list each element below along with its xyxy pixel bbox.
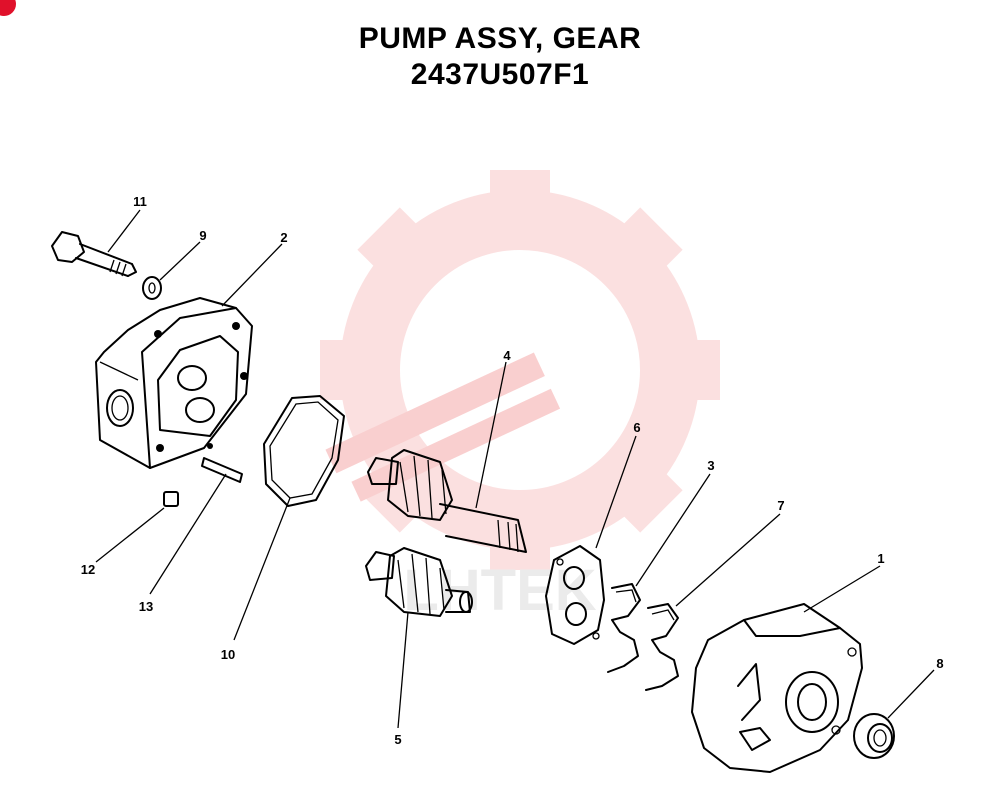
callout-12: 12 — [81, 562, 95, 577]
callout-1: 1 — [877, 551, 884, 566]
callout-7: 7 — [777, 498, 784, 513]
callout-10: 10 — [221, 647, 235, 662]
watermark-logo: LHTEK — [320, 170, 720, 623]
part-wear-plate — [545, 545, 605, 645]
part-drive-gear — [367, 449, 527, 553]
callout-9: 9 — [199, 228, 206, 243]
diagram-title: PUMP ASSY, GEAR — [358, 22, 642, 55]
callout-4: 4 — [503, 348, 511, 363]
part-seal — [607, 583, 641, 673]
part-number: 2437U507F1 — [410, 58, 590, 91]
part-washer — [142, 276, 162, 300]
callouts: 11 9 2 4 6 3 7 1 8 12 13 10 5 — [81, 194, 944, 747]
part-pump-cover — [95, 297, 253, 469]
part-seal-ring — [263, 395, 345, 507]
callout-3: 3 — [707, 458, 714, 473]
callout-8: 8 — [936, 656, 943, 671]
corner-badge — [0, 0, 16, 16]
part-dowel-pin — [201, 457, 243, 483]
watermark-text: LHTEK — [403, 558, 596, 623]
callout-2: 2 — [280, 230, 287, 245]
callout-6: 6 — [633, 420, 640, 435]
callout-11: 11 — [133, 194, 147, 209]
part-driven-gear — [365, 547, 473, 617]
part-pump-body — [691, 603, 863, 773]
part-plug — [163, 491, 179, 507]
leader-lines — [95, 209, 935, 729]
part-backup-seal — [645, 603, 679, 691]
callout-5: 5 — [394, 732, 401, 747]
part-bolt — [51, 231, 137, 277]
part-bearing — [853, 713, 895, 759]
callout-13: 13 — [139, 599, 153, 614]
